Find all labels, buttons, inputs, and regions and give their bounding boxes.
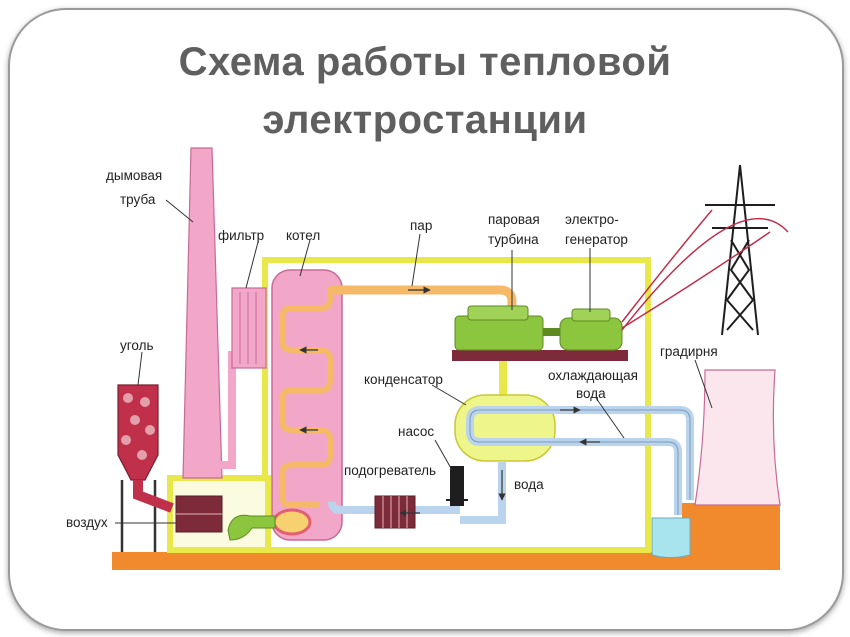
pump [446,466,468,506]
burner-flame [272,508,312,536]
label-steam: пар [410,218,432,233]
label-heater: подогреватель [344,463,436,478]
boiler-coil [279,288,333,508]
label-pump: насос [398,424,434,439]
label-turbine-1: паровая [488,212,540,227]
page-title-line1: Схема работы тепловой [178,40,672,84]
page-title-line2: электростанции [262,98,588,142]
label-turbine-2: турбина [488,232,539,247]
steam-turbine [454,305,561,351]
chimney [182,147,223,479]
coal-hopper [117,384,223,552]
label-generator-1: электро- [565,212,619,227]
label-cooling-tower: градирня [660,344,718,359]
label-cooling-water-2: вода [576,386,606,401]
label-boiler: котел [286,228,320,243]
turbine-platform [452,350,628,361]
label-condenser: конденсатор [364,372,443,387]
label-air: воздух [66,515,108,530]
label-chimney-1: дымовая [106,168,162,183]
power-line-wires [621,209,789,331]
burner-nozzle [227,514,276,541]
building-frame [262,257,651,553]
power-line-tower [705,164,775,336]
electric-generator [559,308,623,351]
filter [231,287,267,369]
tower-base [682,503,780,555]
label-filter: фильтр [218,228,264,243]
heater [374,495,416,529]
label-cooling-water-1: охлаждающая [548,368,638,383]
label-generator-2: генератор [565,232,628,247]
exhaust-pipe [499,361,507,397]
label-water: вода [514,477,544,492]
boiler [271,269,343,541]
label-chimney-2: труба [120,192,156,207]
label-coal: уголь [120,338,154,353]
ground-strip [112,552,780,570]
cooling-tower [651,369,781,558]
